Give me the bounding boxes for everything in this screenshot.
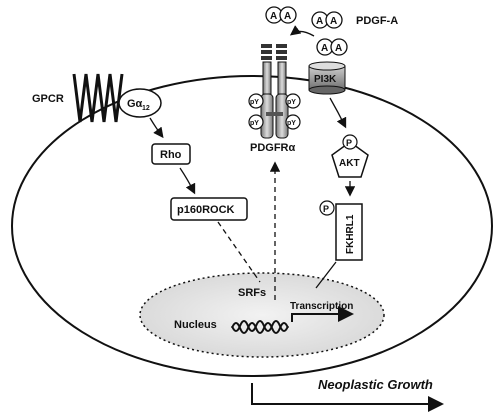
rock-node [170,197,248,221]
svg-text:A: A [270,11,277,22]
pdgfa-ligand-pair-3: A A [316,38,348,56]
fkhrl1-label: FKHRL1 [345,214,356,254]
akt-label: AKT [339,158,360,169]
nucleus-label: Nucleus [174,319,217,331]
akt-node [331,141,369,178]
arrow-galpha-to-rho [149,117,164,139]
rock-label: p160ROCK [177,204,235,216]
fkhrl1-node [335,203,363,261]
galpha12-subscript: 12 [142,105,150,112]
neoplastic-growth-label: Neoplastic Growth [318,377,433,392]
pdgfr-alpha-receptor [260,44,289,139]
svg-text:A: A [330,16,337,27]
arrow-rho-to-rock [179,167,196,195]
line-fkhrl1-to-transcription [315,261,337,289]
svg-text:A: A [284,11,291,22]
pdgfa-ligand-pair-1: A A [265,6,297,24]
galpha12-label: Gα [127,98,143,110]
nucleus [139,272,385,358]
pi3k-node [308,61,346,95]
akt-phospho-icon [342,134,358,150]
arrow-pi3k-to-akt [329,97,347,129]
pi3k-label: PI3K [314,74,337,85]
fkhrl1-phospho-icon [319,200,335,216]
pdgfa-label: PDGF-A [356,15,398,27]
pdgfa-ligand-pair-2: A A [311,11,343,29]
galpha12-node [118,88,162,118]
svg-text:pY: pY [287,120,296,127]
svg-text:pY: pY [250,120,259,127]
svg-text:A: A [321,43,328,54]
cell-membrane [11,75,493,377]
arrow-ligand-to-receptor [289,25,315,37]
gpcr-label: GPCR [32,93,64,105]
srfs-label: SRFs [238,287,266,299]
rho-node [151,143,191,165]
dna-helix-icon [231,320,289,334]
svg-text:pY: pY [287,99,296,106]
gpcr-receptor-icon [72,73,124,123]
transcription-label: Transcription [290,301,353,312]
phosphotyrosine-sites: pY pY pY pY [248,93,301,130]
dashed-rock-to-srfs [217,221,261,283]
transcription-arrow [291,306,354,322]
svg-text:pY: pY [250,99,259,106]
fkhrl1-phospho-label: P [323,204,329,214]
svg-text:A: A [316,16,323,27]
pdgfr-label: PDGFRα [250,142,296,154]
akt-phospho-label: P [346,138,352,148]
svg-text:A: A [335,43,342,54]
neoplastic-growth-arrow [251,383,444,412]
rho-label: Rho [160,149,182,161]
